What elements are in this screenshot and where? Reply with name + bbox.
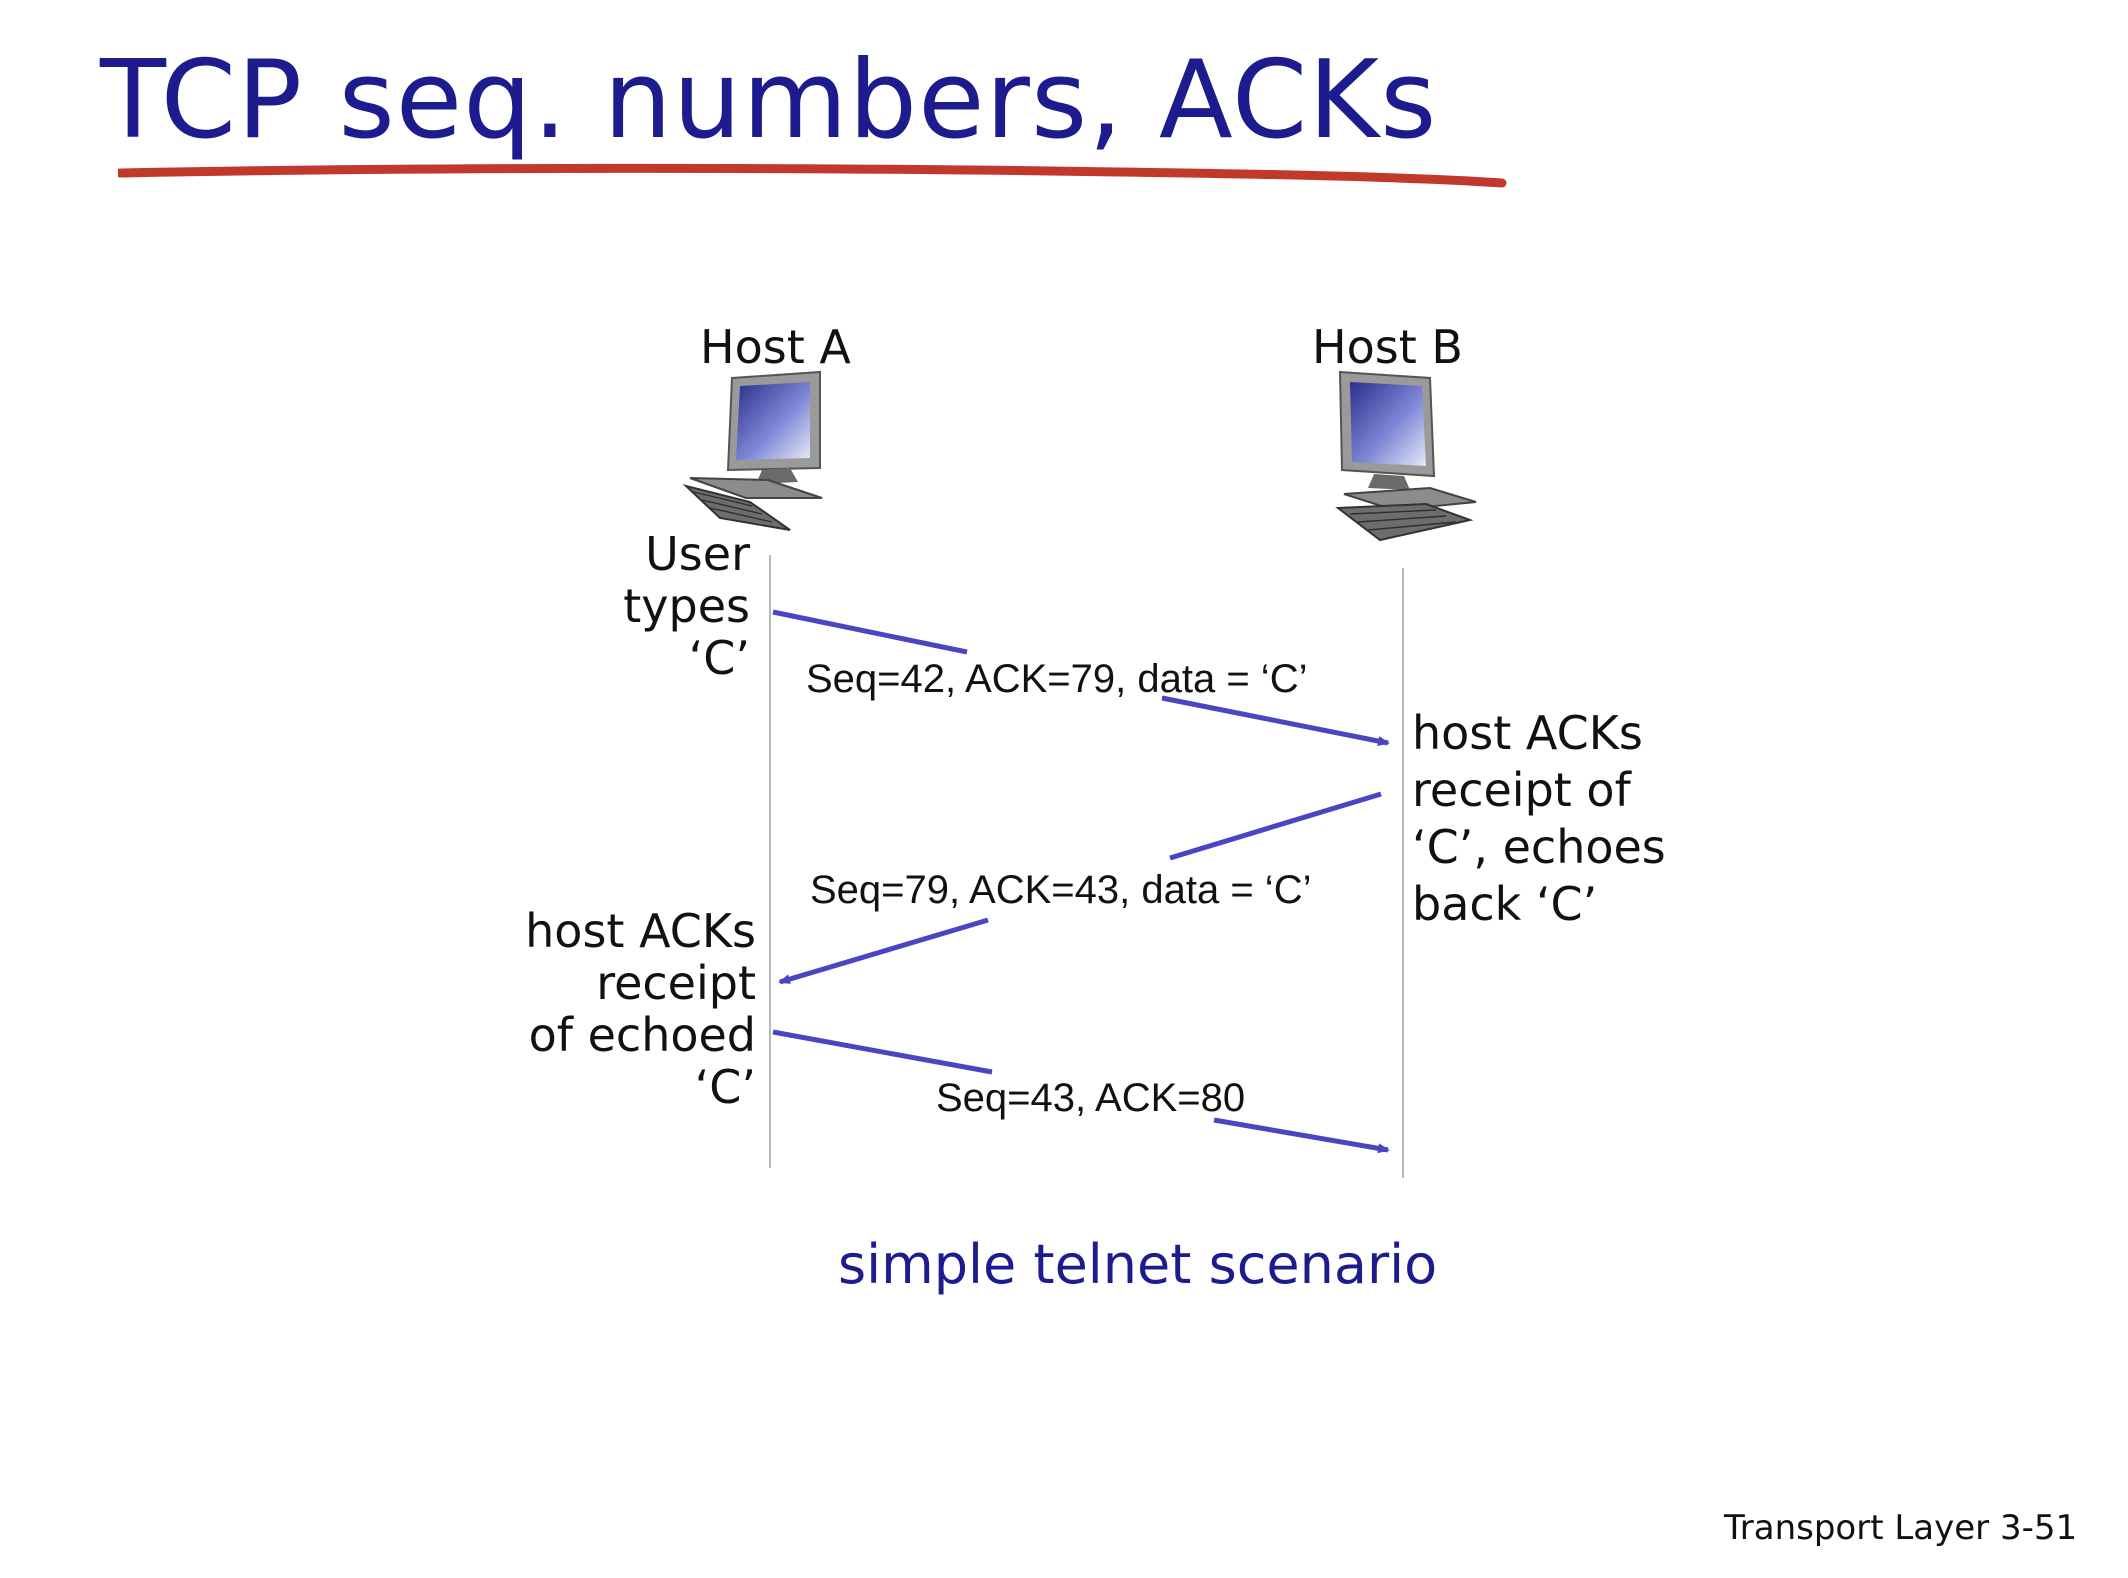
note-line: back ‘C’ xyxy=(1412,877,1598,931)
message-2-label: Seq=79, ACK=43, data = ‘C’ xyxy=(810,868,1312,912)
note-line: ‘C’ xyxy=(694,1060,756,1114)
note-host-a-acks: host ACKs receipt of echoed ‘C’ xyxy=(525,905,756,1113)
title-underline xyxy=(118,163,1507,188)
message-2-arrow-start xyxy=(1169,791,1382,861)
note-host-b-acks: host ACKs receipt of ‘C’, echoes back ‘C… xyxy=(1412,705,1666,933)
message-1-arrow-end xyxy=(1161,695,1390,746)
message-2-arrow-end xyxy=(778,917,989,985)
note-line: receipt xyxy=(596,956,756,1010)
host-b-computer-icon xyxy=(1335,370,1477,542)
host-a-label: Host A xyxy=(700,320,851,374)
message-3-arrow-end xyxy=(1213,1117,1390,1154)
host-b-label: Host B xyxy=(1312,320,1463,374)
message-3-label: Seq=43, ACK=80 xyxy=(936,1076,1246,1120)
note-line: host ACKs xyxy=(1412,706,1643,760)
note-line: User xyxy=(645,527,750,581)
slide-title: TCP seq. numbers, ACKs xyxy=(100,38,1438,163)
note-line: of echoed xyxy=(528,1008,756,1062)
note-user-types: User types ‘C’ xyxy=(623,528,750,684)
message-1-label: Seq=42, ACK=79, data = ‘C’ xyxy=(806,657,1308,701)
note-line: ‘C’, echoes xyxy=(1412,820,1666,874)
host-a-computer-icon xyxy=(682,370,823,531)
note-line: host ACKs xyxy=(525,904,756,958)
message-3-arrow-start xyxy=(772,1029,993,1075)
note-line: types xyxy=(623,579,750,633)
diagram-caption: simple telnet scenario xyxy=(838,1233,1438,1296)
slide-footer: Transport Layer 3-51 xyxy=(1724,1508,2078,1548)
message-1-arrow-start xyxy=(772,609,968,655)
note-line: ‘C’ xyxy=(688,631,750,685)
note-line: receipt of xyxy=(1412,763,1631,817)
